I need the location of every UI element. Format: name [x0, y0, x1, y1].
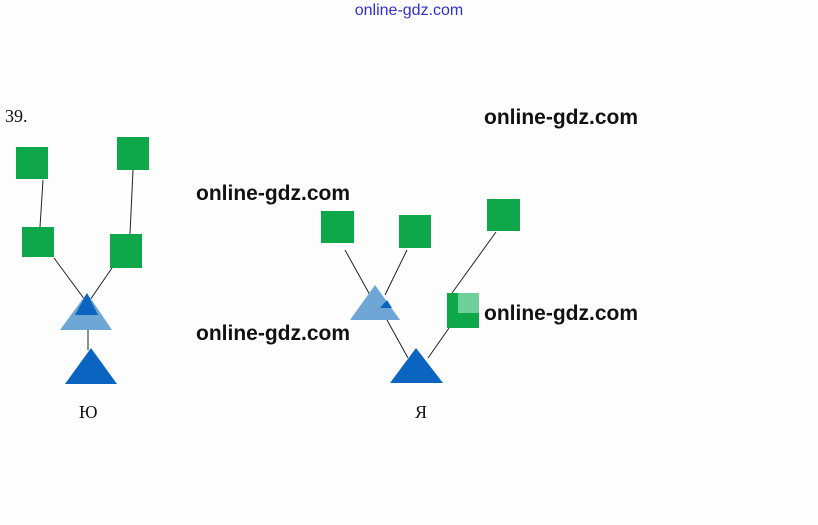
male-square — [110, 234, 142, 268]
tree-label-ya: Я — [415, 402, 428, 422]
edge — [53, 257, 86, 301]
edge — [427, 327, 450, 359]
male-square — [487, 199, 520, 231]
watermark: online-gdz.com — [196, 322, 350, 345]
edge — [39, 179, 44, 228]
female-triangle — [350, 285, 400, 320]
female-triangle — [65, 348, 117, 384]
male-square — [399, 215, 431, 248]
edge — [386, 319, 409, 359]
male-square — [22, 227, 54, 257]
male-square — [117, 137, 149, 170]
problem-number: 39. — [5, 106, 28, 126]
edge — [344, 249, 371, 296]
edge — [129, 169, 134, 235]
male-square — [16, 147, 48, 179]
edge — [451, 231, 497, 294]
site-watermark-top[interactable]: online-gdz.com — [354, 2, 464, 19]
watermark: online-gdz.com — [484, 106, 638, 129]
female-triangle — [390, 348, 443, 383]
male-square — [321, 211, 354, 243]
watermark: online-gdz.com — [484, 302, 638, 325]
tree-label-yu: Ю — [79, 402, 98, 422]
edge — [384, 249, 408, 296]
edge — [89, 267, 113, 301]
watermark: online-gdz.com — [196, 182, 350, 205]
